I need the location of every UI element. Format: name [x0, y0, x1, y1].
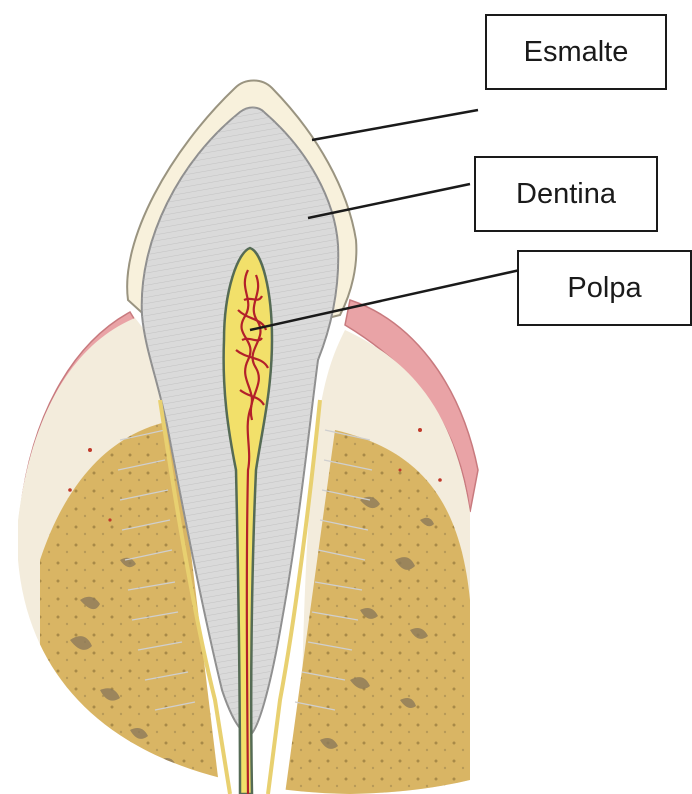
label-esmalte: Esmalte	[485, 14, 667, 90]
leader-line-esmalte	[312, 110, 478, 140]
label-polpa: Polpa	[517, 250, 692, 326]
label-esmalte-text: Esmalte	[524, 36, 629, 69]
label-dentina: Dentina	[474, 156, 658, 232]
label-polpa-text: Polpa	[567, 272, 641, 305]
label-dentina-text: Dentina	[516, 178, 616, 211]
